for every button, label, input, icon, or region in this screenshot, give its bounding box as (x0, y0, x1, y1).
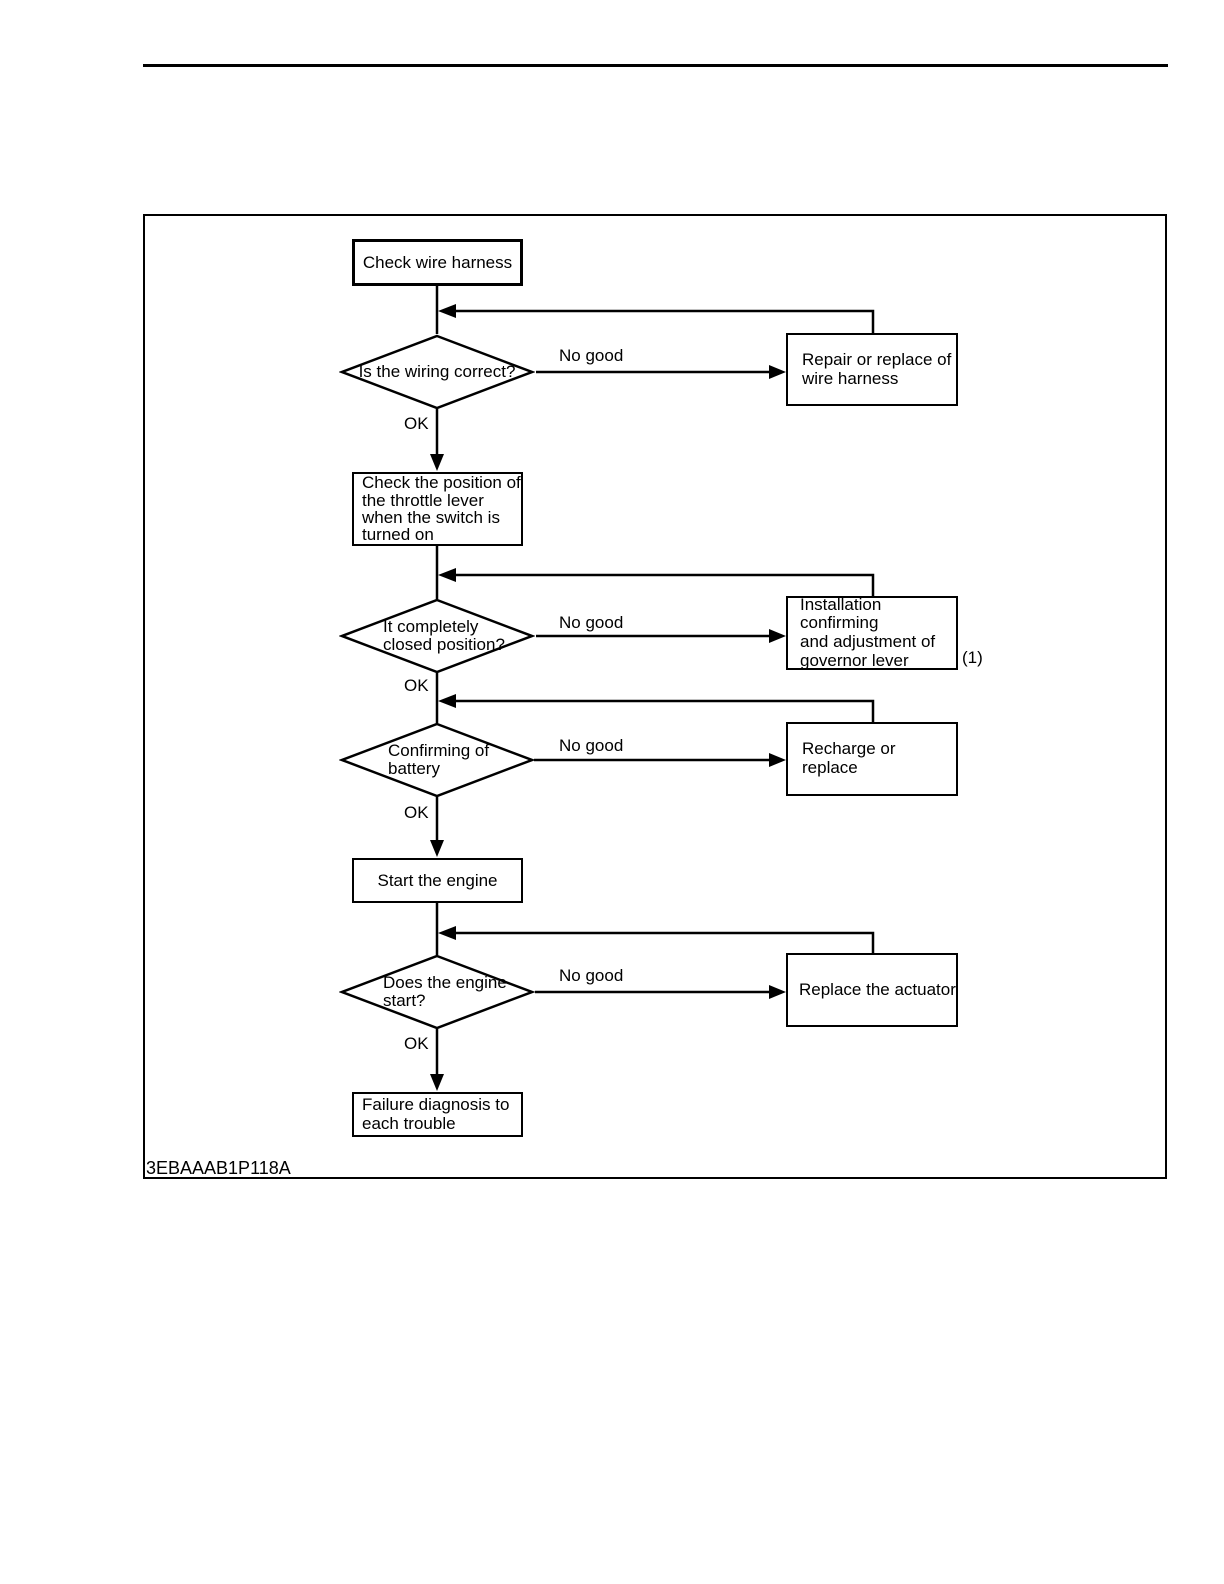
node-governor-lever-adjust: Installation confirming and adjustment o… (786, 594, 958, 670)
decision-confirming-battery: Confirming of battery (339, 722, 535, 798)
decision-completely-closed: It completely closed position? (339, 598, 535, 674)
node-repair-wire-harness: Repair or replace of wire harness (786, 333, 958, 406)
node-text: Replace the actuator (799, 979, 956, 999)
diamond-outline (339, 334, 535, 410)
node-failure-diagnosis: Failure diagnosis to each trouble (352, 1092, 523, 1137)
decision-label: Does the engine start? (383, 973, 507, 1010)
figure-code: 3EBAAAB1P118A (146, 1158, 291, 1178)
node-text: Installation confirming and adjustment o… (800, 594, 936, 670)
decision-label: Confirming of battery (388, 741, 490, 778)
ok-label: OK (404, 803, 429, 822)
node-check-wire-harness: Check wire harness (352, 239, 523, 286)
no-good-label: No good (559, 613, 624, 632)
decision-label: It completely closed position? (383, 617, 505, 654)
no-good-label: No good (559, 736, 624, 755)
decision-does-engine-start: Does the engine start? (339, 954, 535, 1030)
diamond-outline (339, 598, 535, 674)
node-text: Repair or replace of wire harness (802, 349, 952, 388)
header-rule (143, 64, 1168, 67)
diamond-shape (339, 334, 535, 410)
node-check-throttle-position: Check the position of the throttle lever… (352, 472, 523, 546)
diamond-shape (339, 954, 535, 1030)
ok-label: OK (404, 414, 429, 433)
node-text: Recharge or replace (802, 739, 896, 777)
diamond-shape (339, 598, 535, 674)
diamond-outline (339, 954, 535, 1030)
no-good-label: No good (559, 346, 624, 365)
diamond-shape (339, 722, 535, 798)
node-label: Check wire harness (362, 252, 513, 272)
decision-wiring-correct: Is the wiring correct? (339, 334, 535, 410)
ok-label: OK (404, 676, 429, 695)
flowchart-frame (143, 214, 1167, 1179)
no-good-label: No good (559, 966, 624, 985)
node-start-engine: Start the engine (352, 858, 523, 903)
governor-note: (1) (962, 648, 983, 667)
node-replace-actuator: Replace the actuator (786, 953, 958, 1027)
diamond-outline (339, 722, 535, 798)
node-text: Failure diagnosis to each trouble (362, 1095, 510, 1133)
node-recharge-or-replace: Recharge or replace (786, 722, 958, 796)
node-label: Start the engine (377, 870, 498, 890)
node-text: Check the position of the throttle lever… (362, 473, 521, 545)
ok-label: OK (404, 1034, 429, 1053)
decision-label: Is the wiring correct? (358, 362, 516, 381)
